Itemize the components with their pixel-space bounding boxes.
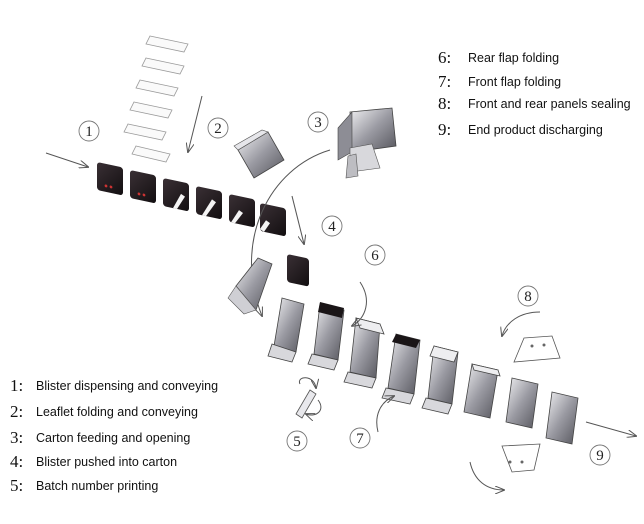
blister-card (97, 162, 123, 195)
blister-row (97, 162, 286, 236)
leaflet-feed-arrow (188, 95, 203, 152)
legend-steps-1-5: 1:Blister dispensing and conveying 2:Lea… (10, 376, 230, 500)
legend-item-4: 4:Blister pushed into carton (10, 452, 178, 471)
step-markers: 1 2 3 4 5 6 7 8 (78, 111, 611, 466)
svg-text:1: 1 (85, 124, 93, 140)
carton-magazine (337, 107, 397, 179)
carton-transfer-arrow (251, 149, 331, 316)
legend-item-1: 1:Blister dispensing and conveying (10, 376, 219, 395)
outflow-arrow (585, 421, 636, 436)
carton-closed (545, 391, 579, 445)
blister-card (130, 170, 156, 203)
inflow-arrow (45, 152, 88, 167)
step-marker-8: 8 (517, 285, 539, 307)
pusher-arrow (291, 195, 304, 244)
carton (307, 302, 345, 371)
step-marker-5: 5 (286, 430, 308, 452)
batch-printing-roller (295, 377, 322, 418)
blister-card-with-leaflet (196, 186, 222, 219)
carton (343, 317, 385, 389)
opened-carton (233, 129, 285, 179)
carton (463, 363, 501, 419)
step-marker-6: 6 (364, 244, 386, 266)
step-marker-2: 2 (207, 117, 229, 139)
legend-item-6: 6:Rear flap folding (438, 48, 560, 67)
svg-text:9: 9 (596, 448, 604, 464)
step-marker-1: 1 (78, 120, 100, 142)
carton (381, 333, 421, 405)
blister-card-with-leaflet (260, 203, 286, 236)
blister-card-with-leaflet (229, 194, 255, 227)
legend-item-9: 9:End product discharging (438, 120, 603, 139)
carton (421, 345, 459, 415)
svg-text:4: 4 (328, 219, 336, 235)
legend-item-2: 2:Leaflet folding and conveying (10, 402, 198, 421)
legend-item-5: 5:Batch number printing (10, 476, 159, 495)
step-marker-7: 7 (349, 427, 371, 449)
sealing-arrow-bottom (469, 461, 504, 490)
step-marker-3: 3 (307, 111, 329, 133)
sealing-arrow-top (502, 311, 541, 336)
front-flap-arrow (376, 396, 394, 433)
svg-text:6: 6 (371, 248, 379, 264)
legend-item-7: 7:Front flap folding (438, 72, 562, 91)
blister-in-transfer (287, 254, 309, 287)
sealing-plate-bottom (501, 443, 541, 473)
rear-flap-arrow (352, 281, 367, 326)
svg-text:3: 3 (314, 115, 322, 131)
legend-steps-6-9: 6:Rear flap folding 7:Front flap folding… (438, 48, 638, 148)
carton-closed (505, 377, 539, 429)
legend-item-3: 3:Carton feeding and opening (10, 428, 191, 447)
legend-item-8: 8:Front and rear panels sealing (438, 94, 631, 113)
svg-text:7: 7 (356, 431, 364, 447)
blister-card-with-leaflet (163, 178, 189, 211)
carton-at-transfer (227, 257, 273, 315)
svg-text:5: 5 (293, 434, 301, 450)
step-marker-4: 4 (321, 215, 343, 237)
carton-row (267, 297, 579, 445)
step-marker-9: 9 (589, 444, 611, 466)
svg-text:2: 2 (214, 121, 222, 137)
sealing-plate-top (513, 335, 561, 363)
carton (267, 297, 305, 363)
leaflet-stack (123, 35, 189, 163)
svg-text:8: 8 (524, 289, 532, 305)
